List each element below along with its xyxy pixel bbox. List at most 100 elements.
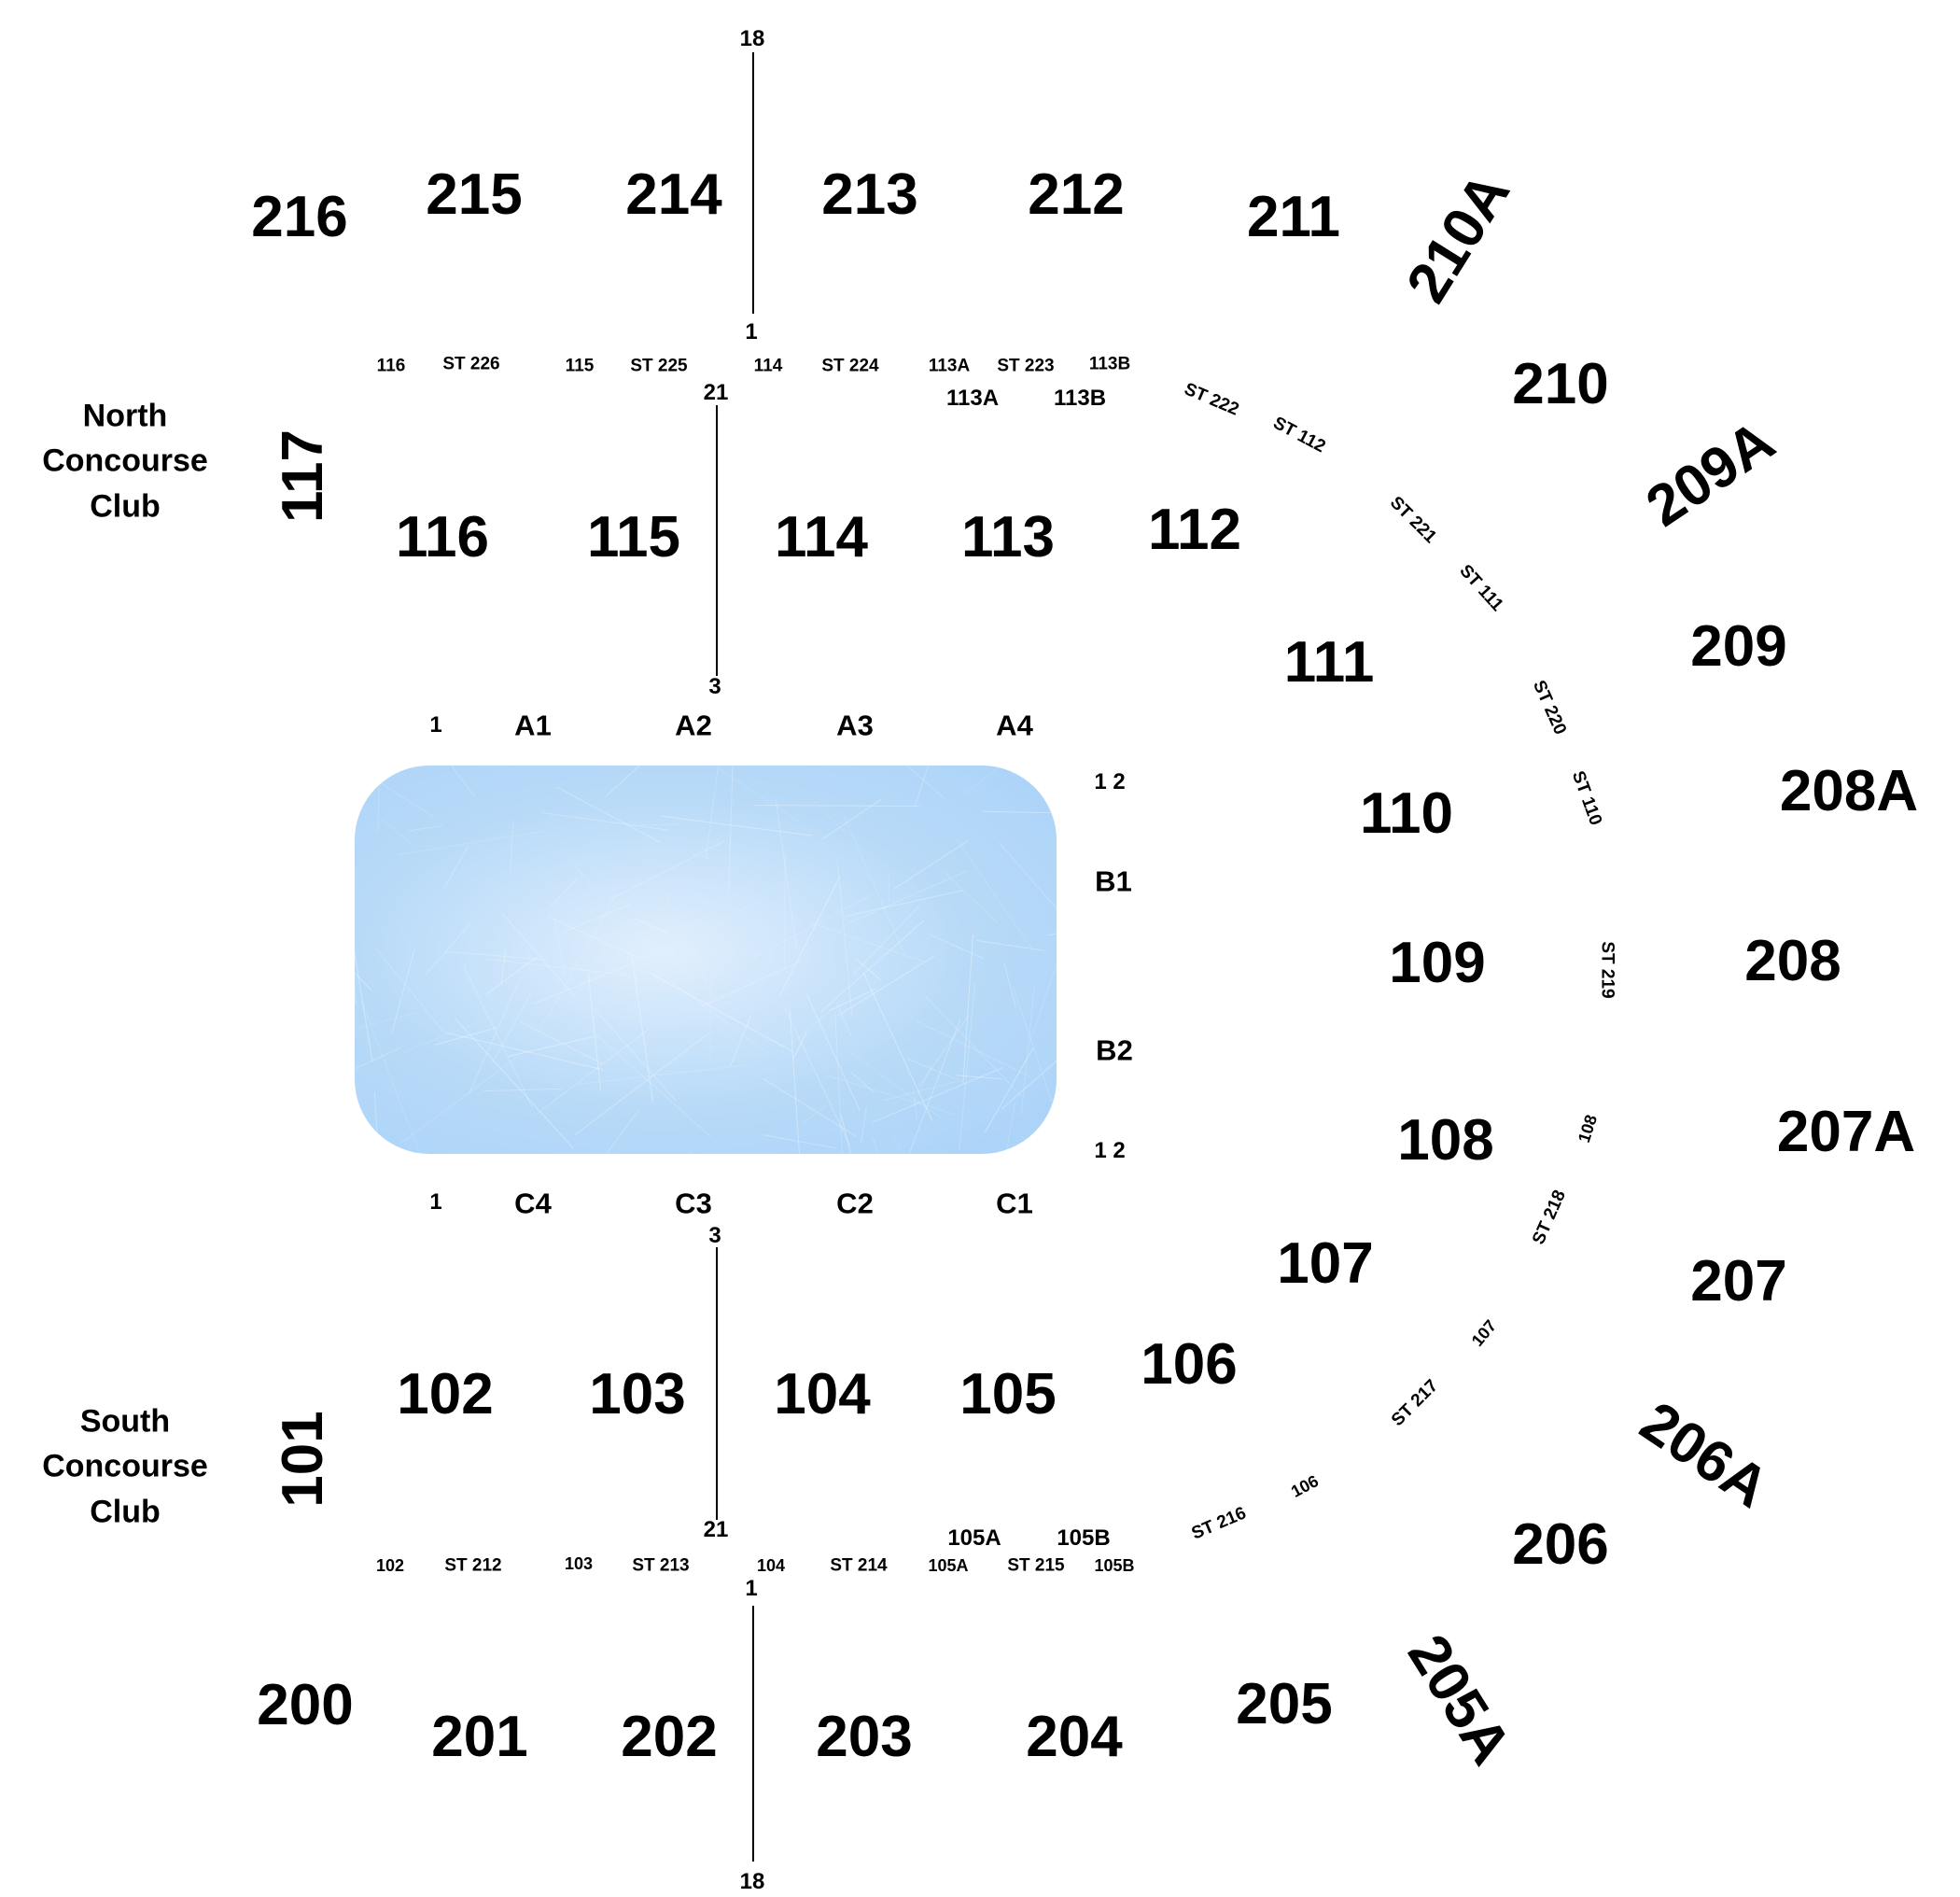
ice-scratch [801, 1104, 828, 1125]
aisle-mark: 3 [708, 674, 721, 699]
vomitory-label[interactable]: 113B [1053, 386, 1107, 411]
row-c3[interactable]: C3 [675, 1187, 712, 1220]
section-206[interactable]: 206 [1512, 1512, 1609, 1577]
section-211[interactable]: 211 [1246, 185, 1341, 249]
stair-label: 107 [1467, 1316, 1501, 1350]
section-115[interactable]: 115 [586, 505, 681, 569]
section-208a[interactable]: 208A [1779, 759, 1919, 823]
ice-scratch [446, 1032, 604, 1071]
ice-scratch [450, 766, 475, 796]
row-number-top-right: 1 2 [1094, 769, 1126, 794]
aisle-mark: 21 [703, 380, 729, 405]
north-concourse-club-label[interactable]: North Concourse Club [42, 398, 208, 525]
section-202[interactable]: 202 [621, 1705, 718, 1769]
section-209a[interactable]: 209A [1634, 408, 1786, 540]
section-104[interactable]: 104 [774, 1362, 871, 1426]
ice-scratch [788, 1012, 830, 1047]
section-205[interactable]: 205 [1236, 1672, 1333, 1736]
ice-scratch [847, 1049, 944, 1120]
section-205a[interactable]: 205A [1394, 1623, 1523, 1776]
section-106[interactable]: 106 [1141, 1332, 1238, 1397]
row-a1[interactable]: A1 [514, 709, 552, 742]
ice-scratch [357, 767, 434, 818]
section-113[interactable]: 113 [960, 505, 1056, 569]
section-201[interactable]: 201 [431, 1705, 528, 1769]
stair-label: ST 221 [1385, 492, 1441, 548]
ice-scratch [668, 979, 771, 1057]
section-105[interactable]: 105 [959, 1362, 1057, 1426]
section-107[interactable]: 107 [1277, 1231, 1374, 1296]
section-108[interactable]: 108 [1397, 1108, 1494, 1173]
ice-scratch [550, 878, 579, 907]
section-112[interactable]: 112 [1147, 498, 1242, 562]
section-117[interactable]: 117 [271, 429, 335, 524]
ice-scratch [400, 1047, 529, 1145]
section-209[interactable]: 209 [1690, 614, 1787, 679]
section-207[interactable]: 207 [1690, 1249, 1787, 1314]
ice-scratch [861, 1106, 867, 1144]
section-109[interactable]: 109 [1389, 931, 1486, 995]
section-103[interactable]: 103 [589, 1362, 686, 1426]
row-number-top-left: 1 [429, 712, 442, 738]
ice-scratch [929, 934, 985, 960]
section-212[interactable]: 212 [1028, 162, 1125, 227]
ice-scratch [872, 1136, 878, 1154]
ice-scratch [789, 1009, 800, 1154]
section-207a[interactable]: 207A [1776, 1100, 1916, 1164]
ice-scratch [651, 973, 793, 1052]
section-210[interactable]: 210 [1512, 352, 1609, 416]
section-200[interactable]: 200 [257, 1673, 354, 1737]
ice-scratch [558, 1151, 563, 1154]
row-b1[interactable]: B1 [1095, 864, 1132, 898]
aisle-mark: 18 [739, 26, 765, 51]
ice-scratch [355, 976, 357, 1005]
stair-label: 102 [375, 1556, 405, 1575]
section-214[interactable]: 214 [625, 162, 722, 227]
section-114[interactable]: 114 [774, 505, 869, 569]
vomitory-label[interactable]: 113A [945, 386, 1000, 411]
ice-scratch [520, 1020, 603, 1064]
section-208[interactable]: 208 [1744, 929, 1841, 993]
section-216[interactable]: 216 [251, 185, 348, 249]
stair-label: ST 224 [821, 356, 879, 376]
section-116[interactable]: 116 [395, 505, 490, 569]
section-215[interactable]: 215 [426, 162, 523, 227]
vomitory-label[interactable]: 105B [1057, 1525, 1111, 1551]
ice-scratch [784, 1006, 851, 1147]
aisle-line-upper-south [752, 1606, 754, 1862]
row-a2[interactable]: A2 [675, 709, 712, 742]
stair-label: 115 [565, 356, 595, 376]
ice-scratch [444, 846, 469, 887]
ice-scratch [728, 766, 734, 894]
row-a4[interactable]: A4 [996, 709, 1033, 742]
ice-scratch [912, 1065, 932, 1107]
section-210a[interactable]: 210A [1394, 162, 1523, 314]
row-b2[interactable]: B2 [1096, 1033, 1133, 1067]
stair-label: ST 216 [1188, 1503, 1250, 1544]
ice-scratch [806, 994, 861, 1112]
ice-scratch [763, 1134, 836, 1149]
section-204[interactable]: 204 [1026, 1705, 1123, 1769]
section-111[interactable]: 111 [1283, 630, 1375, 695]
row-c1[interactable]: C1 [996, 1187, 1033, 1220]
ice-scratch [1001, 1060, 1057, 1110]
section-203[interactable]: 203 [816, 1705, 913, 1769]
section-213[interactable]: 213 [821, 162, 918, 227]
row-c4[interactable]: C4 [514, 1187, 552, 1220]
section-102[interactable]: 102 [397, 1362, 494, 1426]
section-110[interactable]: 110 [1359, 781, 1454, 846]
ice-scratch [542, 812, 668, 831]
section-206a[interactable]: 206A [1629, 1389, 1781, 1521]
vomitory-label[interactable]: 105A [947, 1525, 1001, 1551]
ice-scratch [553, 918, 566, 977]
ice-scratch [912, 1087, 918, 1122]
south-concourse-club-label[interactable]: South Concourse Club [42, 1403, 208, 1530]
section-101[interactable]: 101 [271, 1411, 335, 1508]
ice-scratch [692, 852, 728, 864]
stair-label: ST 214 [830, 1555, 888, 1576]
row-a3[interactable]: A3 [836, 709, 874, 742]
row-c2[interactable]: C2 [836, 1187, 874, 1220]
ice-scratch [1029, 963, 1057, 1043]
ice-scratch [1003, 963, 1016, 1008]
ice-scratch [636, 918, 669, 934]
